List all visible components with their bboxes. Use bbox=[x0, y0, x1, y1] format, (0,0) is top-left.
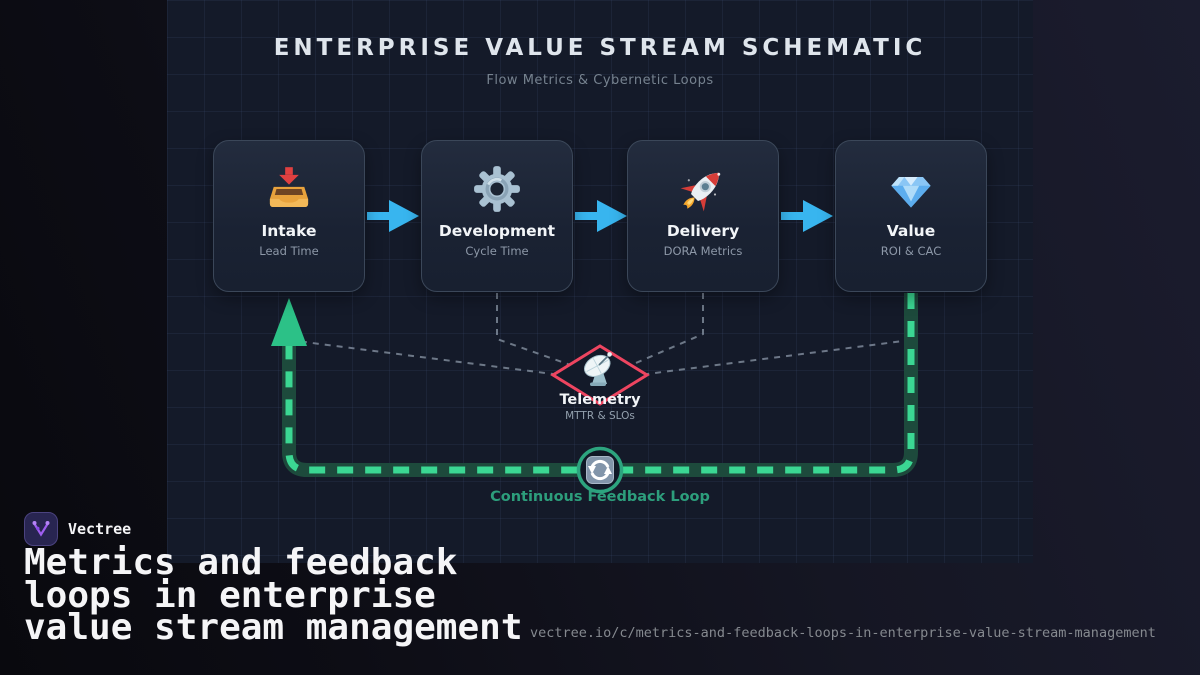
stage-label: Value bbox=[886, 222, 936, 240]
page-title: Metrics and feedback loops in enterprise… bbox=[24, 542, 523, 648]
gem-icon bbox=[891, 177, 931, 208]
connector-delivery-telemetry bbox=[628, 293, 704, 367]
page-title-line: Metrics and feedback bbox=[24, 542, 458, 583]
refresh-icon bbox=[586, 456, 614, 484]
page-title-line: loops in enterprise bbox=[24, 574, 436, 616]
connector-development-telemetry bbox=[496, 293, 580, 369]
schematic-graphics bbox=[271, 200, 918, 494]
telemetry-label: Telemetry bbox=[559, 392, 641, 408]
inbox-icon bbox=[269, 167, 309, 207]
stage-delivery: Delivery DORA Metrics bbox=[627, 140, 779, 292]
stage-label: Development bbox=[438, 222, 556, 240]
flow-arrows bbox=[367, 200, 833, 232]
vectree-logo-icon bbox=[24, 512, 58, 546]
stage-development: Development Cycle Time bbox=[421, 140, 573, 292]
page-url: vectree.io/c/metrics-and-feedback-loops-… bbox=[530, 625, 1156, 641]
diagram-title: ENTERPRISE VALUE STREAM SCHEMATIC bbox=[273, 35, 927, 61]
stage-label: Delivery bbox=[666, 222, 740, 240]
stage-metric: Lead Time bbox=[259, 244, 319, 258]
telemetry-metric: MTTR & SLOs bbox=[565, 410, 635, 422]
stage-value: Value ROI & CAC bbox=[835, 140, 987, 292]
connector-value-telemetry bbox=[646, 339, 912, 375]
stage-metric: ROI & CAC bbox=[880, 244, 942, 258]
stage-label: Intake bbox=[261, 222, 317, 240]
stage-metric: DORA Metrics bbox=[663, 244, 743, 258]
flow-arrow-icon bbox=[367, 200, 419, 232]
connector-intake-telemetry bbox=[288, 339, 554, 375]
telemetry-connectors bbox=[288, 293, 912, 375]
flow-arrow-icon bbox=[781, 200, 833, 232]
flow-arrow-icon bbox=[575, 200, 627, 232]
feedback-arrowhead-icon bbox=[271, 298, 307, 346]
diagram-subtitle: Flow Metrics & Cybernetic Loops bbox=[486, 73, 714, 88]
stage-intake: Intake Lead Time bbox=[213, 140, 365, 292]
feedback-loop-label: Continuous Feedback Loop bbox=[490, 489, 710, 505]
brand-name: Vectree bbox=[68, 520, 132, 538]
page-title-line: value stream management bbox=[24, 607, 523, 648]
gear-icon bbox=[474, 166, 520, 212]
satellite-icon bbox=[584, 352, 612, 386]
stage-metric: Cycle Time bbox=[465, 244, 529, 258]
rocket-icon bbox=[680, 172, 721, 212]
